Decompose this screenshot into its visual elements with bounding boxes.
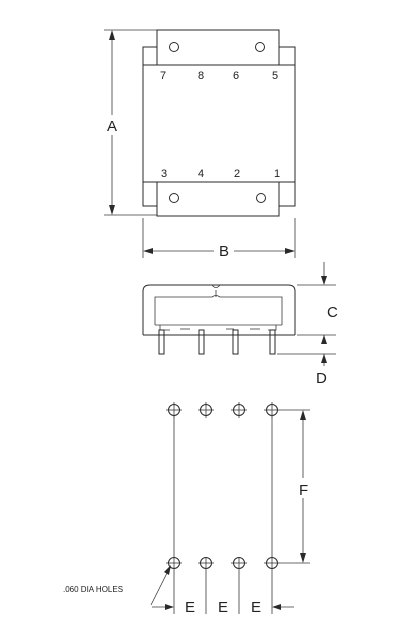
pcb-footprint: F .060 DIA HOLES E E E — [63, 402, 314, 616]
pin-label-top-3: 6 — [233, 70, 239, 82]
dimension-b: B — [142, 218, 296, 260]
side-pin-4 — [269, 329, 276, 355]
dimension-label-d: D — [316, 370, 327, 387]
pin-label-top-2: 8 — [198, 70, 204, 82]
side-profile-outer — [142, 284, 296, 335]
dimension-a: A — [104, 29, 157, 216]
dimension-f: F — [280, 409, 314, 564]
hole-row-bottom — [166, 557, 280, 614]
pin-label-bottom-3: 2 — [234, 168, 240, 180]
side-pin-1 — [158, 329, 165, 355]
core-body — [142, 64, 296, 183]
side-center-seam — [211, 284, 221, 297]
mounting-hole-tr — [255, 42, 265, 52]
tab-stub-br — [278, 181, 296, 207]
hole-row-top — [166, 402, 280, 418]
top-view: 7 8 6 5 3 4 2 1 A B — [104, 29, 296, 260]
dimension-e: E E E — [152, 599, 294, 616]
pin-label-bottom-4: 1 — [274, 168, 280, 180]
bottom-mounting-tab — [156, 181, 280, 217]
dimension-label-f: F — [299, 482, 308, 499]
tab-stub-tr — [278, 46, 296, 66]
pin-label-top-4: 5 — [272, 70, 278, 82]
side-profile-inner — [154, 295, 283, 325]
dimension-d: D — [277, 353, 336, 387]
dimension-label-c: C — [327, 304, 338, 321]
mounting-hole-bl — [169, 193, 179, 203]
dimension-label-a: A — [107, 118, 117, 135]
side-pin-3 — [232, 329, 239, 355]
holes-note: .060 DIA HOLES — [63, 565, 171, 606]
pin-label-top-1: 7 — [160, 70, 166, 82]
side-pin-2 — [198, 329, 205, 355]
pin-label-bottom-2: 4 — [198, 168, 204, 180]
dimension-label-b: B — [219, 243, 229, 260]
dimension-label-e-3: E — [251, 599, 261, 616]
tab-stub-bl — [142, 181, 158, 207]
dimension-label-e-2: E — [218, 599, 228, 616]
side-view: C D — [142, 262, 338, 387]
top-mounting-tab — [156, 29, 280, 66]
tab-stub-tl — [142, 46, 158, 66]
mounting-hole-tl — [169, 42, 179, 52]
dimension-c: C — [297, 262, 338, 344]
mounting-hole-br — [256, 193, 266, 203]
holes-note-text: .060 DIA HOLES — [63, 585, 123, 594]
pin-label-bottom-1: 3 — [161, 168, 167, 180]
dimension-label-e-1: E — [185, 599, 195, 616]
